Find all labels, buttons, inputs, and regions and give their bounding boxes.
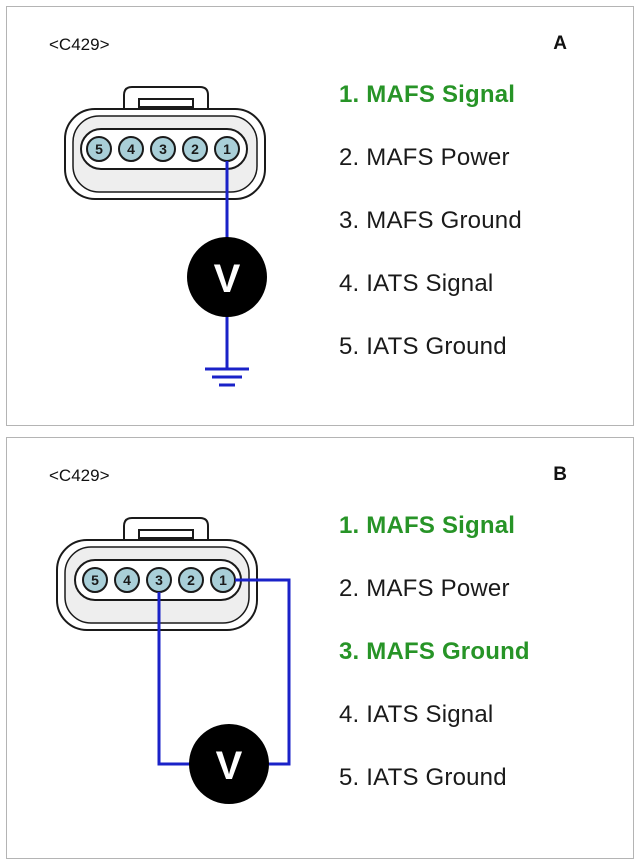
legend-item: 5. IATS Ground (339, 764, 507, 791)
voltage-measurement-diagram: 5 4 3 2 1 V (64, 86, 267, 387)
legend-item: 1. MAFS Signal (339, 81, 516, 108)
pin-3: 3 (146, 567, 172, 593)
legend-item: 3. MAFS Ground (339, 638, 530, 665)
connector-id-label: <C429> (49, 466, 110, 485)
pin-label: 3 (155, 572, 163, 588)
probe-wire-ground (157, 592, 193, 766)
ground-icon (205, 367, 249, 387)
pin-label: 2 (187, 572, 195, 588)
pin-4: 4 (114, 567, 140, 593)
pin-label: 2 (191, 141, 199, 157)
pin-4: 4 (118, 136, 144, 162)
connector-latch-tab (138, 529, 194, 539)
voltage-measurement-diagram: 5 4 3 2 1 V (56, 517, 291, 804)
voltmeter-symbol: V (216, 744, 243, 788)
legend-item: 4. IATS Signal (339, 701, 494, 728)
panel-letter: B (553, 464, 567, 485)
pin-label: 1 (219, 572, 227, 588)
legend-item: 3. MAFS Ground (339, 207, 522, 234)
pin-legend: 1. MAFS Signal 2. MAFS Power 3. MAFS Gro… (339, 81, 522, 396)
connector-latch-tab (138, 98, 194, 108)
connector-id-label: <C429> (49, 35, 110, 54)
voltmeter-icon: V (189, 724, 269, 804)
pin-1: 1 (210, 567, 236, 593)
pin-2: 2 (182, 136, 208, 162)
pin-5: 5 (86, 136, 112, 162)
legend-item: 2. MAFS Power (339, 144, 510, 171)
legend-item: 1. MAFS Signal (339, 512, 516, 539)
diagram-panel-a: <C429> A 5 4 3 2 1 (6, 6, 634, 426)
voltmeter-icon: V (187, 237, 267, 317)
legend-item: 4. IATS Signal (339, 270, 494, 297)
pin-1: 1 (214, 136, 240, 162)
pin-3: 3 (150, 136, 176, 162)
voltmeter-symbol: V (214, 257, 241, 301)
pin-5: 5 (82, 567, 108, 593)
probe-wire-signal (235, 578, 291, 766)
pin-legend: 1. MAFS Signal 2. MAFS Power 3. MAFS Gro… (339, 512, 530, 827)
pin-label: 5 (91, 572, 99, 588)
pin-label: 3 (159, 141, 167, 157)
pin-label: 4 (127, 141, 135, 157)
pin-label: 4 (123, 572, 131, 588)
legend-item: 2. MAFS Power (339, 575, 510, 602)
pin-label: 5 (95, 141, 103, 157)
panel-letter: A (553, 33, 567, 54)
diagram-panel-b: <C429> B 5 4 3 2 1 (6, 437, 634, 859)
pin-2: 2 (178, 567, 204, 593)
legend-item: 5. IATS Ground (339, 333, 507, 360)
pin-label: 1 (223, 141, 231, 157)
